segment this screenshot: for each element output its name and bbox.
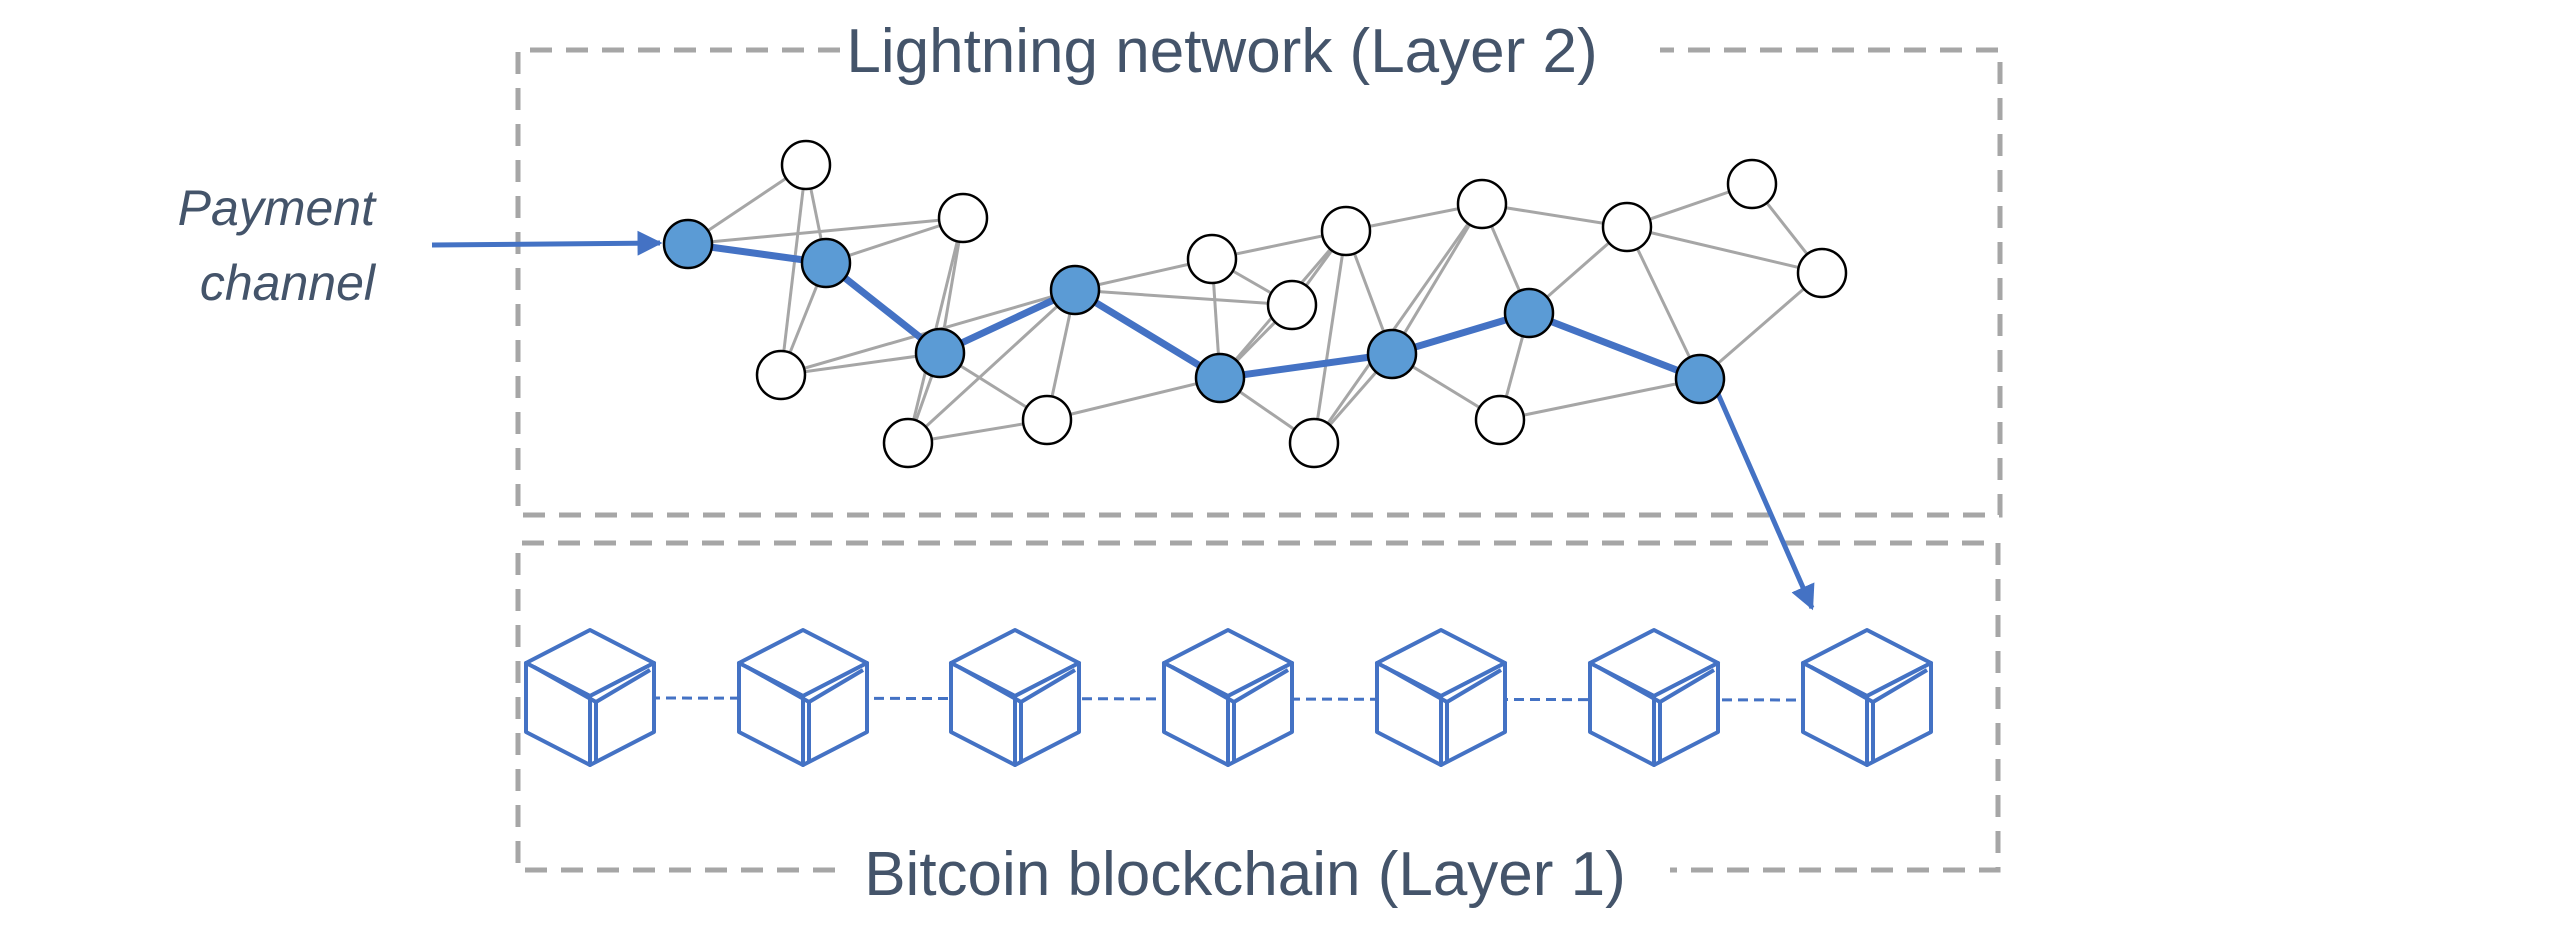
network-node	[1474, 394, 1526, 446]
route-node	[1194, 352, 1246, 404]
network-edges	[687, 163, 1824, 445]
block-icon	[1375, 628, 1507, 767]
network-node	[1726, 158, 1778, 210]
block-icon	[524, 628, 656, 767]
network-node	[1186, 233, 1238, 285]
block-icon	[737, 628, 869, 767]
layer1-title: Bitcoin blockchain (Layer 1)	[864, 840, 1626, 909]
block-icon	[1162, 628, 1294, 767]
network-edge	[779, 164, 808, 376]
network-node	[780, 139, 832, 191]
route-node	[1366, 328, 1418, 380]
network-edge	[1699, 271, 1823, 381]
payment-route-segment	[1216, 350, 1396, 382]
block-icon	[1588, 628, 1720, 767]
settlement-arrow	[1712, 385, 1815, 611]
network-edge	[906, 288, 1077, 445]
network-edge	[1074, 288, 1293, 307]
network-edge	[1626, 225, 1823, 275]
layer1-frame	[515, 540, 2001, 873]
network-nodes	[662, 139, 1848, 469]
network-node	[1266, 279, 1318, 331]
block-icon	[1801, 628, 1933, 767]
network-edge	[1046, 376, 1221, 422]
payment-channel-label-line2: channel	[200, 255, 377, 311]
network-edge	[1312, 203, 1484, 444]
block-icon	[949, 628, 1081, 767]
network-node	[937, 192, 989, 244]
payment-route-segment	[1525, 309, 1704, 383]
network-node	[755, 349, 807, 401]
network-edge	[780, 351, 941, 377]
layer2-title: Lightning network (Layer 2)	[846, 17, 1597, 86]
route-node	[1503, 287, 1555, 339]
network-node	[1456, 178, 1508, 230]
network-node	[1021, 394, 1073, 446]
payment-channel-label-line1: Payment	[178, 180, 377, 236]
payment-route-segment	[1071, 286, 1224, 382]
network-node	[882, 417, 934, 469]
network-node	[1288, 417, 1340, 469]
network-edge	[1499, 377, 1701, 422]
network-node	[1796, 247, 1848, 299]
network-node	[1601, 201, 1653, 253]
network-edge	[1312, 230, 1348, 444]
route-node	[1049, 264, 1101, 316]
route-node	[914, 327, 966, 379]
network-edge	[687, 216, 964, 246]
network-node	[1320, 205, 1372, 257]
route-node	[662, 218, 714, 270]
network-edge	[1625, 226, 1702, 380]
entry-arrow	[431, 230, 663, 256]
network-edge	[1390, 203, 1484, 355]
blockchain-blocks	[524, 628, 1933, 767]
route-node	[1674, 353, 1726, 405]
layer2-frame	[515, 47, 2003, 518]
route-node	[800, 237, 852, 289]
